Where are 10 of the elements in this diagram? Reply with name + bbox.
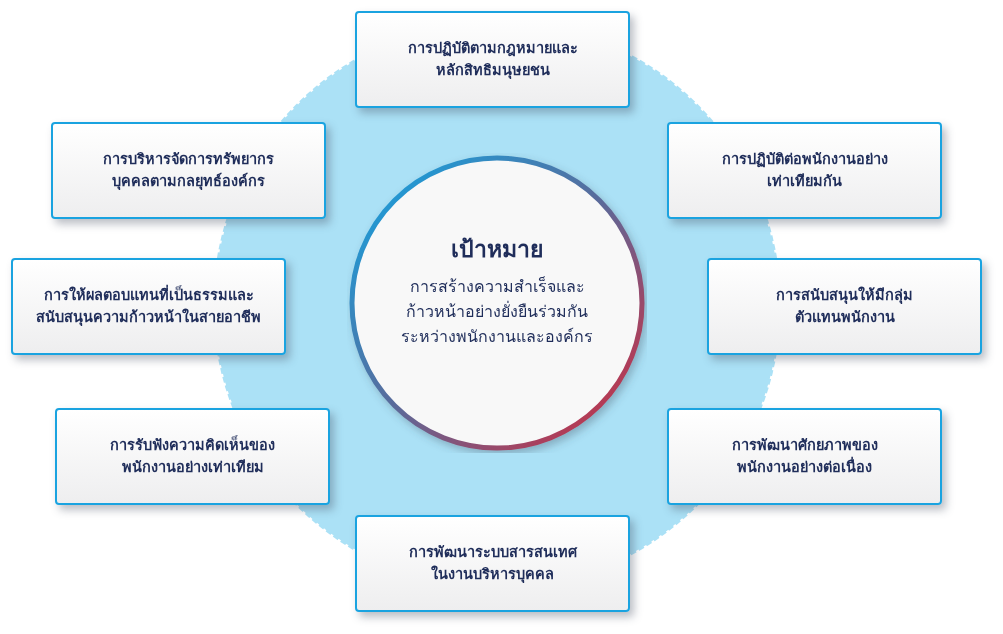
goal-text: การสร้างความสำเร็จและก้าวหน้าอย่างยั่งยืนร่วมกันระหว่างพนักงานและองค์กร [400, 275, 594, 348]
goal-heading: เป้าหมาย [450, 235, 544, 264]
text-box: การรับฟังความคิดเห็นของพนักงานอย่างเท่าเทียม [55, 408, 330, 505]
text-box: การให้ผลตอบแทนที่เป็นธรรมและสนับสนุนความก้าวหน้าในสายอาชีพ [11, 258, 286, 355]
text-box: การสนับสนุนให้มีกลุ่มตัวแทนพนักงาน [707, 258, 982, 355]
text-box: การพัฒนาระบบสารสนเทศในงานบริหารบุคคล [355, 515, 630, 612]
text-box: การบริหารจัดการทรัพยากรบุคคลตามกลยุทธ์องค์กร [51, 122, 326, 219]
text-box: การปฏิบัติต่อพนักงานอย่างเท่าเทียมกัน [667, 122, 942, 219]
text-box: การพัฒนาศักยภาพของพนักงานอย่างต่อเนื่อง [667, 408, 942, 505]
text-box: การปฏิบัติตามกฎหมายและหลักสิทธิมนุษยชน [355, 11, 630, 108]
